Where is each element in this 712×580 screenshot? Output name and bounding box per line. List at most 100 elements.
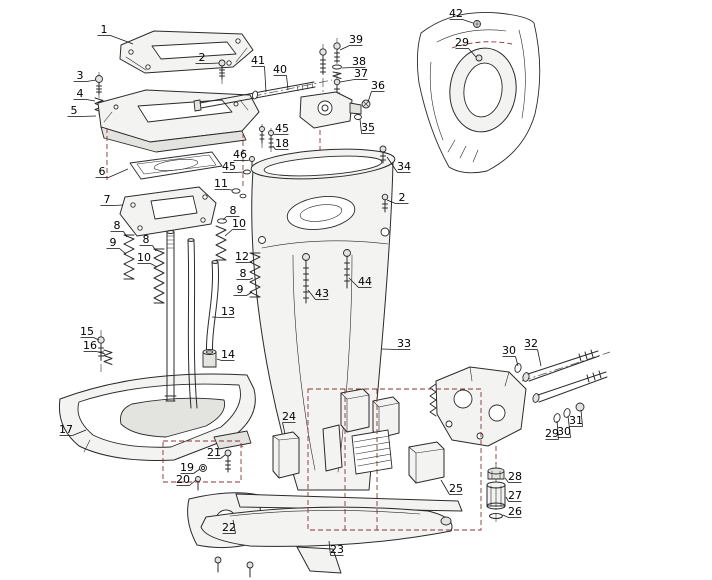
pump-housing-7 [119,186,217,237]
callout-9: 9 [106,236,127,255]
callout-leader-line [468,48,477,58]
callout-leader-line [282,422,286,435]
callout-30: 30 [557,415,571,438]
callout-leader-line [93,337,100,341]
part-number: 20 [176,473,190,486]
part-number: 11 [214,177,228,190]
callout-45: 45 [272,122,289,135]
part-number: 23 [330,543,344,556]
cavitation-plate [235,493,463,512]
bolt-15-spring-16 [97,336,113,365]
part-number: 21 [207,446,221,459]
adapter-plate-5 [97,89,260,153]
callout-leader-line [307,289,316,300]
callout-leader-line [567,415,571,438]
callout-leader-line [341,67,353,69]
callout-leader-line [72,429,87,436]
plug-parts-26-27-28 [486,467,506,519]
callout-43: 43 [307,287,329,300]
nut-31 [575,402,585,412]
callout-leader-line [504,477,509,483]
callout-10: 10 [137,251,158,268]
callout-leader-line [381,348,398,350]
callout-4: 4 [73,87,96,102]
part-number: 33 [397,337,411,350]
part-number: 37 [354,67,368,80]
callout-leader-line [123,231,128,238]
callout-40: 40 [273,63,289,91]
callout-leader-line [235,171,245,173]
gasket-6 [129,151,223,180]
callout-leader-line [193,468,201,474]
part-number: 13 [221,305,235,318]
part-number: 36 [371,79,385,92]
part-number: 9 [237,283,244,296]
washer-19-screw-20 [195,464,207,491]
callout-leader-line [272,133,276,135]
callout-leader-line [108,168,129,178]
part-number: 16 [83,339,97,352]
callout-13: 13 [211,305,235,318]
callout-42: 42 [449,7,474,24]
part-number: 22 [222,521,236,534]
callout-11: 11 [214,177,233,191]
part-number: 28 [508,470,522,483]
callout-leader-line [249,277,254,280]
callout-5: 5 [67,104,97,117]
callout-leader-line [339,79,355,83]
part-number: 42 [449,7,463,20]
callout-29: 29 [455,36,477,58]
part-number: 14 [221,348,235,361]
bolt-2-top [218,59,226,80]
part-number: 6 [99,165,106,178]
callout-18: 18 [272,137,289,150]
callout-leader-line [580,409,583,427]
callout-39: 39 [339,33,363,51]
part-number: 3 [77,69,84,82]
callout-leader-line [232,519,236,534]
callout-leader-line [248,261,253,263]
part-number: 2 [399,191,406,204]
callout-1: 1 [97,23,134,45]
callout-31: 31 [569,409,583,427]
bolt-34 [379,145,387,164]
callout-38: 38 [341,55,366,69]
clamp-bracket-assembly [429,366,527,447]
part-number: 18 [275,137,289,150]
washer-35 [354,114,362,120]
bolt-2-side [381,193,389,213]
gearcase-torpedo-23 [200,506,453,547]
callout-leader-line [505,496,509,502]
exhaust-plate-stack [322,388,400,475]
callout-leader-line [286,75,289,91]
callout-3: 3 [73,69,97,82]
part-number: 25 [449,482,463,495]
part-number: 2 [199,51,206,64]
callout-leader-line [86,79,97,82]
top-cover-plate [119,30,254,74]
callout-8: 8 [222,204,240,221]
callout-34: 34 [386,156,411,173]
part-number: 24 [282,410,296,423]
part-number: 26 [508,505,522,518]
callout-leader-line [264,66,267,93]
part-number: 19 [180,461,194,474]
callout-leader-line [216,358,222,361]
callout-7: 7 [100,193,124,206]
shift-rod [187,238,198,409]
callout-leader-line [150,263,158,268]
part-number: 30 [557,425,571,438]
spring-left-a [123,234,135,280]
spring-mid-b [249,252,261,298]
part-number: 40 [273,63,287,76]
spring-mid-a [215,218,227,261]
callout-leader-line [272,145,276,150]
callout-23: 23 [328,540,344,556]
callout-leader-line [80,115,97,117]
callout-leader-line [246,159,251,161]
callout-leader-line [328,540,331,556]
callout-24: 24 [282,410,296,435]
part-number: 30 [502,344,516,357]
part-number: 39 [349,33,363,46]
